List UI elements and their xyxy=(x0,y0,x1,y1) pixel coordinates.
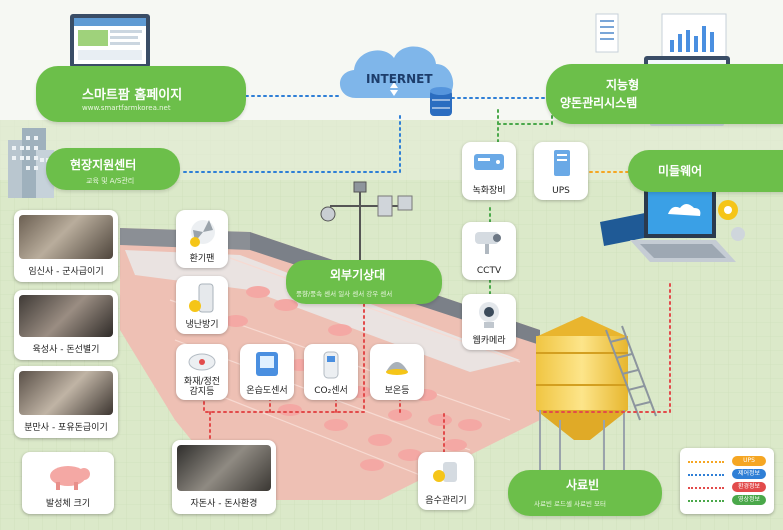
barn-gestation-photo xyxy=(19,215,113,259)
weather-station xyxy=(320,181,413,262)
feed-bin-tank xyxy=(536,316,657,470)
recorder-icon xyxy=(474,154,504,170)
water-manager-card[interactable]: 음수관리기 xyxy=(418,452,474,510)
barn-grower-label: 육성사 - 돈선별기 xyxy=(32,345,100,355)
barn-nursery-label: 자돈사 - 돈사환경 xyxy=(190,499,258,509)
water-manager-icon xyxy=(433,462,457,482)
heater-label: 냉난방기 xyxy=(185,320,219,330)
weather-station-pill[interactable]: 외부기상대 풍향/풍속 센서 일사 센서 강우 센서 xyxy=(286,260,442,304)
warm-lamp-label: 보온등 xyxy=(384,386,410,396)
heater-icon xyxy=(189,283,214,313)
internet-cloud xyxy=(339,46,454,116)
heater-card[interactable]: 냉난방기 xyxy=(176,276,228,334)
smartfarm-title: 스마트팜 홈페이지 xyxy=(82,88,183,103)
body-size-label: 발성체 크기 xyxy=(45,499,91,509)
legend-line xyxy=(688,500,724,502)
fire-detector-card[interactable]: 화재/정전 감지등 xyxy=(176,344,228,400)
smartfarm-homepage-pill[interactable]: 스마트팜 홈페이지 www.smartfarmkorea.net xyxy=(36,66,246,122)
legend-line xyxy=(688,461,724,463)
water-manager-label: 음수관리기 xyxy=(425,496,467,506)
webcam-label: 웹카메라 xyxy=(472,336,506,346)
pig-icon xyxy=(50,466,90,490)
barn-farrowing-card[interactable]: 분만사 - 포유돈급이기 xyxy=(14,366,118,438)
feedbin-title: 사료빈 xyxy=(566,478,600,492)
recorder-label: 녹화장비 xyxy=(472,186,506,196)
fire-detector-label: 화재/정전 감지등 xyxy=(183,377,221,397)
barn-nursery-photo xyxy=(177,445,271,491)
co2-sensor-card[interactable]: CO₂센서 xyxy=(304,344,358,400)
feed-bin-pill[interactable]: 사료빈 사료빈 로드셀 사료빈 모터 xyxy=(508,470,662,516)
cctv-card[interactable]: CCTV xyxy=(462,222,516,280)
middleware-laptop xyxy=(600,184,745,262)
thermo-hygro-label: 온습도센서 xyxy=(246,386,288,396)
ups-card[interactable]: UPS xyxy=(534,142,588,200)
weather-sensors: 풍향/풍속 센서 일사 센서 강우 센서 xyxy=(296,290,393,298)
cctv-label: CCTV xyxy=(476,266,502,276)
ups-icon xyxy=(554,150,570,176)
warm-lamp-icon xyxy=(386,362,408,375)
fire-detector-icon xyxy=(188,353,216,371)
middleware-pill[interactable]: 미들웨어 xyxy=(628,150,783,192)
barn-gestation-label: 임신사 - 군사급이기 xyxy=(28,267,104,277)
weather-title: 외부기상대 xyxy=(330,268,386,282)
warm-lamp-card[interactable]: 보온등 xyxy=(370,344,424,400)
barn-grower-photo xyxy=(19,295,113,337)
legend-line xyxy=(688,474,724,476)
barn-farrowing-photo xyxy=(19,371,113,415)
recorder-card[interactable]: 녹화장비 xyxy=(462,142,516,200)
cctv-icon xyxy=(475,232,501,254)
fan-icon xyxy=(190,220,215,247)
legend-label: 환경정보 xyxy=(732,482,766,492)
webcam-card[interactable]: 웹카메라 xyxy=(462,294,516,350)
pigmgmt-line2: 양돈관리시스템 xyxy=(560,96,638,110)
legend-row: 영상정보 xyxy=(688,495,766,505)
legend-row: UPS xyxy=(688,456,766,466)
legend-label: 영상정보 xyxy=(732,495,766,505)
legend-label: 제어정보 xyxy=(732,469,766,479)
co2-sensor-label: CO₂센서 xyxy=(314,386,348,396)
legend-row: 제어정보 xyxy=(688,469,766,479)
support-center-pill[interactable]: 현장지원센터 교육 및 A/S관리 xyxy=(46,148,180,190)
legend-row: 환경정보 xyxy=(688,482,766,492)
pigmgmt-line1: 지능형 xyxy=(606,78,640,92)
support-subtitle: 교육 및 A/S관리 xyxy=(86,177,135,185)
webcam-icon xyxy=(479,302,499,328)
barn-farrowing-label: 분만사 - 포유돈급이기 xyxy=(24,423,108,433)
barn-grower-card[interactable]: 육성사 - 돈선별기 xyxy=(14,290,118,360)
feedbin-sensors: 사료빈 로드셀 사료빈 모터 xyxy=(534,500,606,508)
smartfarm-url[interactable]: www.smartfarmkorea.net xyxy=(82,104,171,112)
internet-label: INTERNET xyxy=(366,72,433,86)
legend-line xyxy=(688,487,724,489)
fan-card[interactable]: 환기팬 xyxy=(176,210,228,268)
thermo-hygro-card[interactable]: 온습도센서 xyxy=(240,344,294,400)
middleware-title: 미들웨어 xyxy=(658,164,703,178)
legend-label: UPS xyxy=(732,456,766,466)
barn-gestation-card[interactable]: 임신사 - 군사급이기 xyxy=(14,210,118,282)
body-size-card[interactable]: 발성체 크기 xyxy=(22,452,114,514)
co2-sensor-icon xyxy=(323,351,339,379)
fan-label: 환기팬 xyxy=(189,254,215,264)
barn-nursery-card[interactable]: 자돈사 - 돈사환경 xyxy=(172,440,276,514)
thermo-hygro-icon xyxy=(256,352,278,376)
ups-label: UPS xyxy=(552,186,570,196)
support-title: 현장지원센터 xyxy=(70,158,137,172)
pig-management-pill[interactable]: 지능형 양돈관리시스템 xyxy=(546,64,783,124)
